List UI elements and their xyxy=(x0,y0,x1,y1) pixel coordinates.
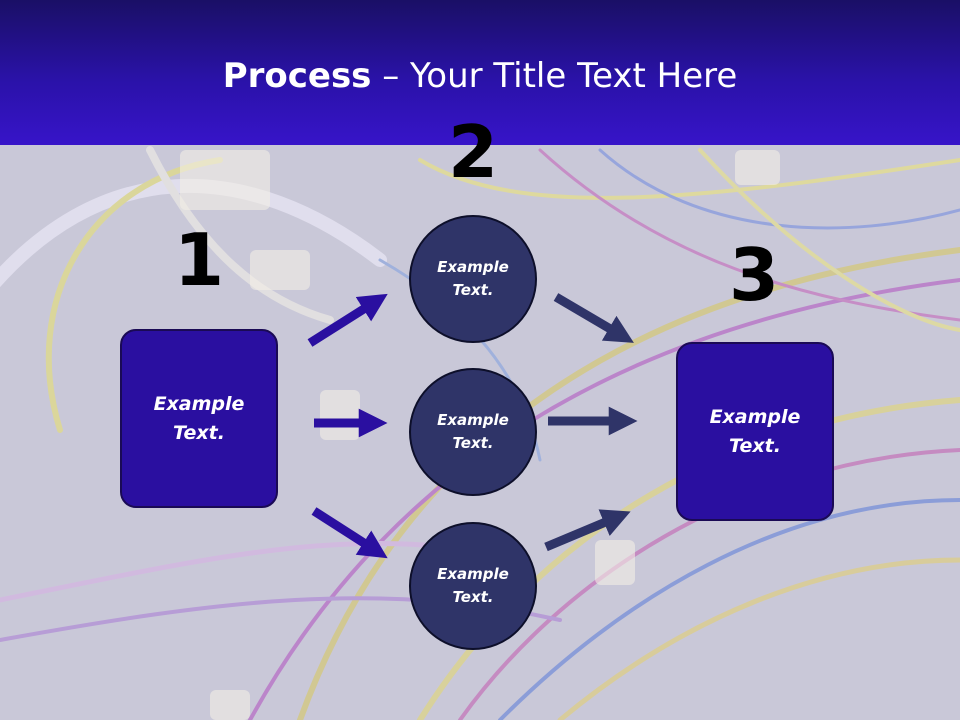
left-box-line1: Example xyxy=(153,392,245,415)
left-box-line2: Text. xyxy=(173,421,225,444)
title-bar xyxy=(0,0,960,145)
circle-middle-line2: Text. xyxy=(452,434,494,452)
step-number-2: 2 xyxy=(447,110,499,194)
right-box-line1: Example xyxy=(709,405,801,428)
circle-bottom-line1: Example xyxy=(437,565,509,583)
right-box-line2: Text. xyxy=(729,434,781,457)
circle-middle-line1: Example xyxy=(437,411,509,429)
step-number-3: 3 xyxy=(728,233,780,317)
right-process-box: Example Text. xyxy=(676,342,834,521)
title-rest: – Your Title Text Here xyxy=(371,56,738,96)
process-circle-bottom: Example Text. xyxy=(409,522,537,650)
circle-top-line2: Text. xyxy=(452,281,494,299)
title-bold: Process xyxy=(222,56,372,96)
slide-title: Process – Your Title Text Here xyxy=(0,56,960,96)
circle-top-line1: Example xyxy=(437,258,509,276)
left-process-box: Example Text. xyxy=(120,329,278,508)
process-circle-middle: Example Text. xyxy=(409,368,537,496)
circle-bottom-line2: Text. xyxy=(452,588,494,606)
step-number-1: 1 xyxy=(173,218,225,302)
process-circle-top: Example Text. xyxy=(409,215,537,343)
